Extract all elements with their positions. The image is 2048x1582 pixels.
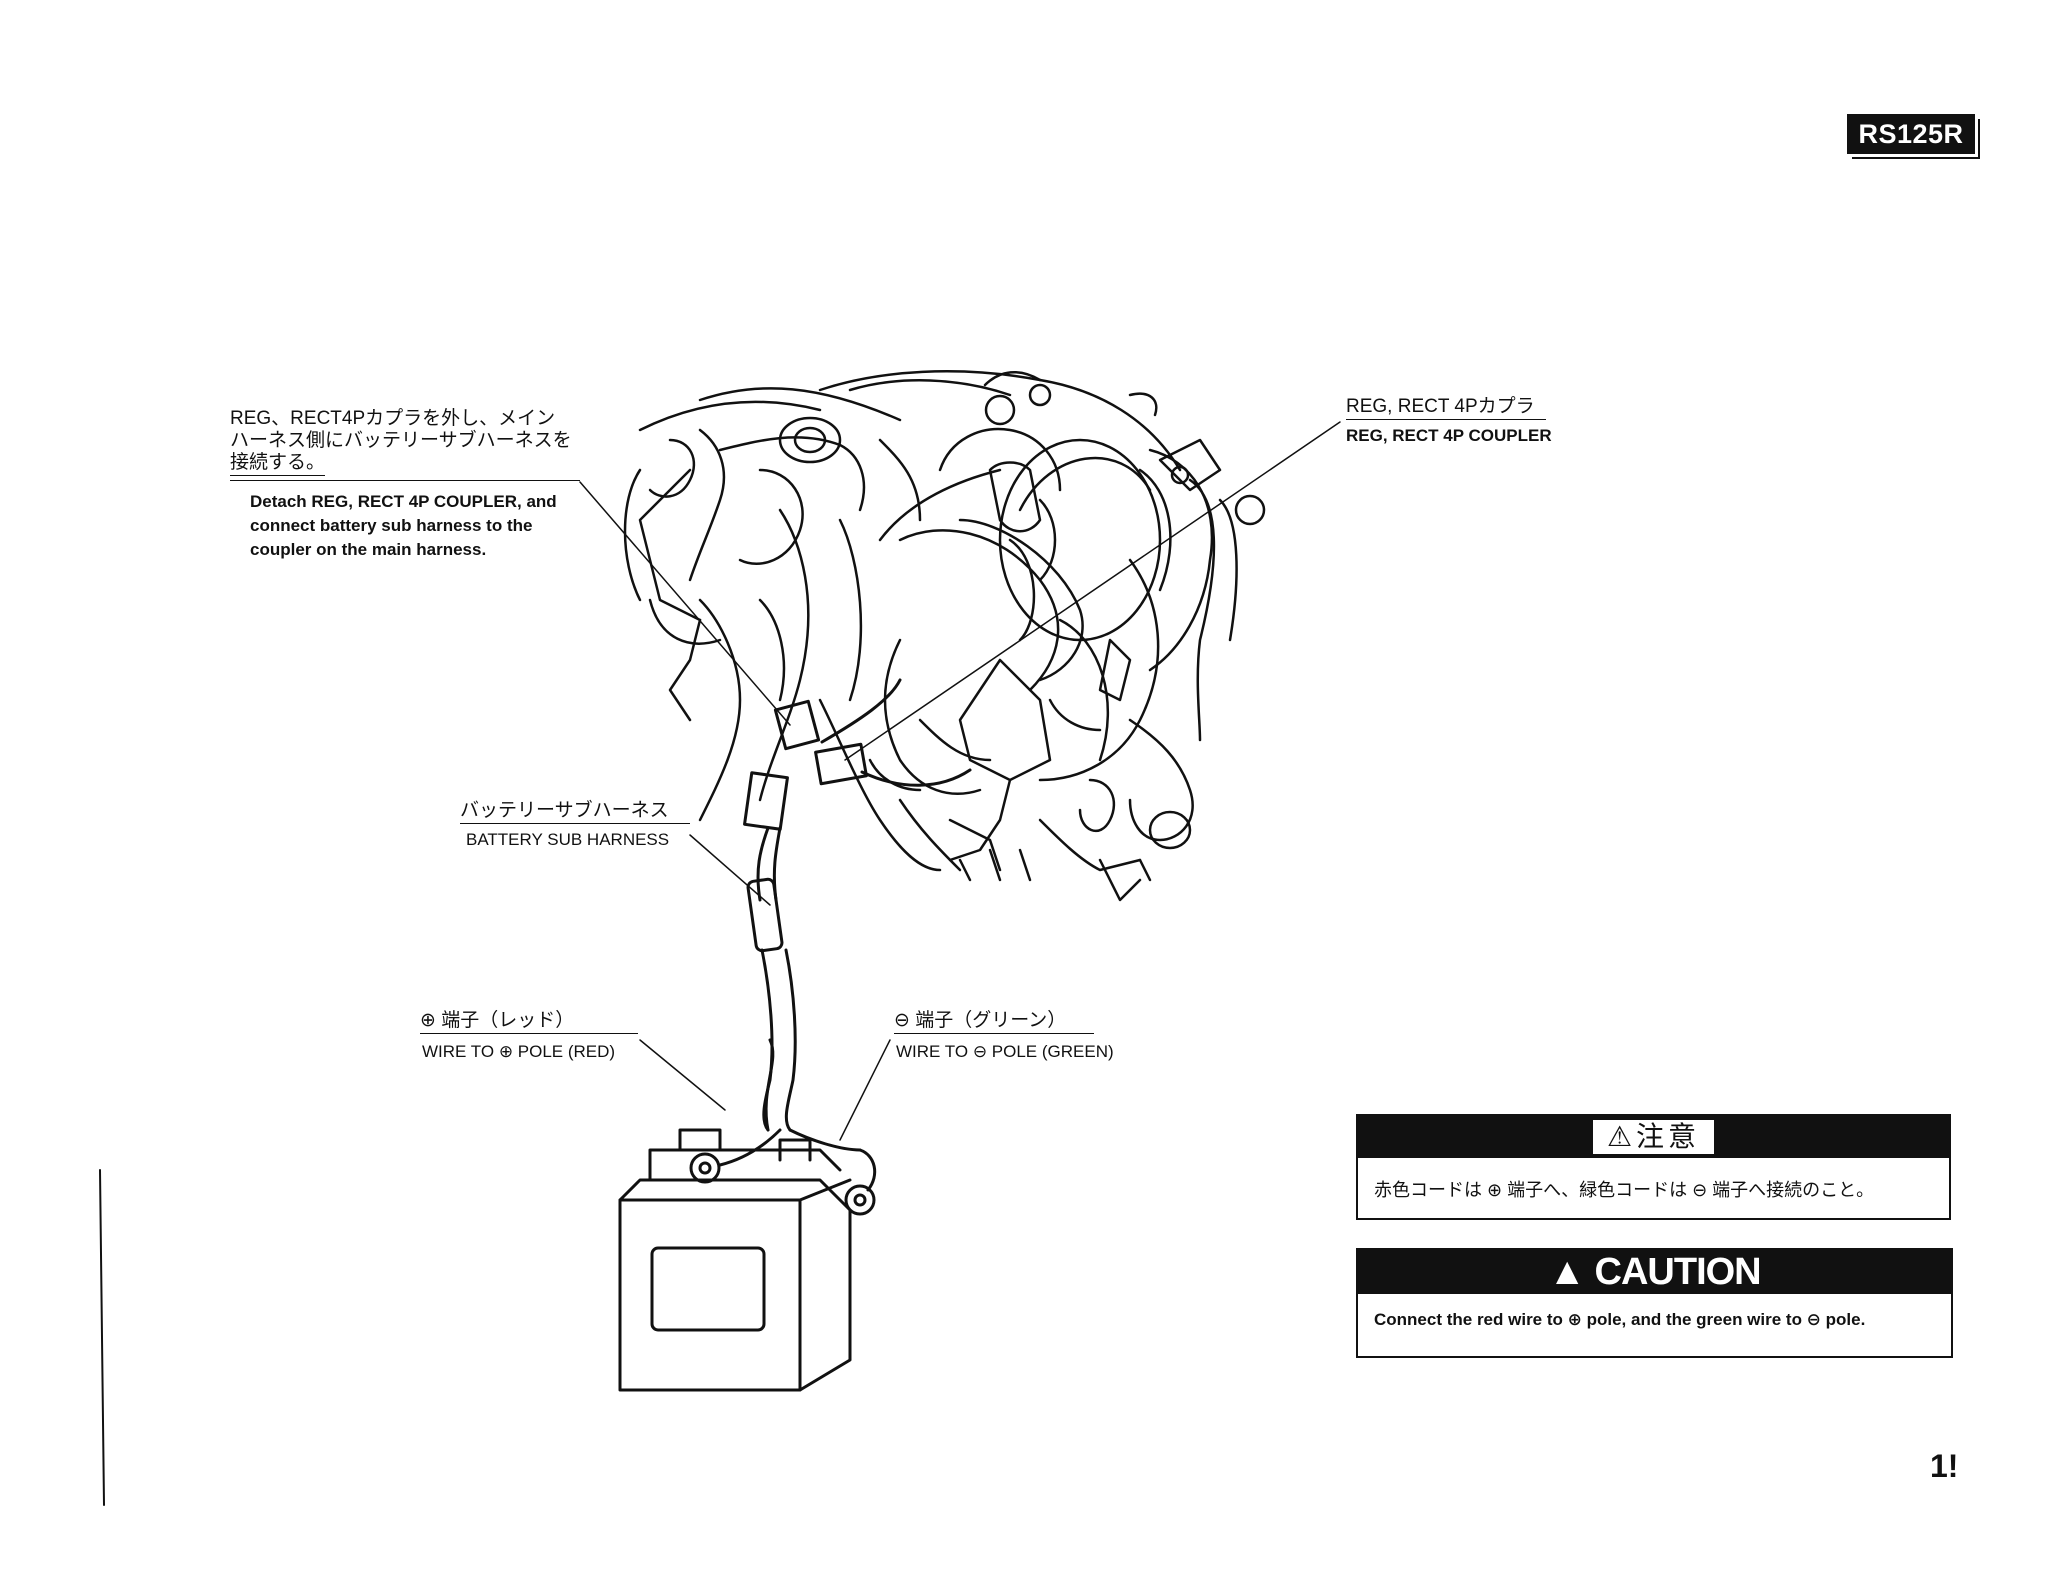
sub-harness-label-en: BATTERY SUB HARNESS (466, 830, 670, 849)
reg-rect-coupler-drawing (773, 678, 972, 787)
caution-title-jp: ⚠注意 (1590, 1118, 1717, 1156)
battery-sub-harness-drawing (689, 771, 877, 1216)
sub-harness-label-jp: バッテリーサブハーネス (460, 800, 690, 824)
detach-instruction-en: Detach REG, RECT 4P COUPLER, and connect… (250, 492, 557, 559)
caution-text-en: Connect the red wire to ⊕ pole, and the … (1374, 1310, 1866, 1329)
caution-box-jp: ⚠注意 赤色コードは ⊕ 端子へ、緑色コードは ⊖ 端子へ接続のこと。 (1356, 1114, 1951, 1220)
plus-wire-label-en: WIRE TO ⊕ POLE (RED) (422, 1042, 616, 1061)
page-number: 1! (1930, 1448, 1959, 1484)
coupler-label-jp: REG, RECT 4Pカプラ (1346, 396, 1546, 420)
plus-wire-label-jp: ⊕ 端子（レッド） (420, 1010, 638, 1034)
coupler-label-en: REG, RECT 4P COUPLER (1346, 426, 1552, 445)
model-badge: RS125R (1847, 114, 1975, 154)
engine-drawing (623, 370, 1266, 902)
caution-title-en: ▲ CAUTION (1358, 1250, 1951, 1294)
minus-wire-label-en: WIRE TO ⊖ POLE (GREEN) (896, 1042, 1114, 1061)
caution-box-en: ▲ CAUTION Connect the red wire to ⊕ pole… (1356, 1248, 1953, 1358)
battery-drawing (618, 1128, 852, 1392)
caution-text-jp: 赤色コードは ⊕ 端子へ、緑色コードは ⊖ 端子へ接続のこと。 (1374, 1180, 1875, 1200)
caution-header-jp: ⚠注意 (1358, 1116, 1949, 1158)
detach-underline (230, 480, 580, 481)
minus-wire-label-jp: ⊖ 端子（グリーン） (894, 1010, 1094, 1034)
leader-lines (579, 421, 1341, 1141)
binding-line (99, 1169, 105, 1506)
detach-instruction-jp: REG、RECT4Pカプラを外し、メイン ハーネス側にバッテリーサブハーネスを … (230, 408, 572, 476)
